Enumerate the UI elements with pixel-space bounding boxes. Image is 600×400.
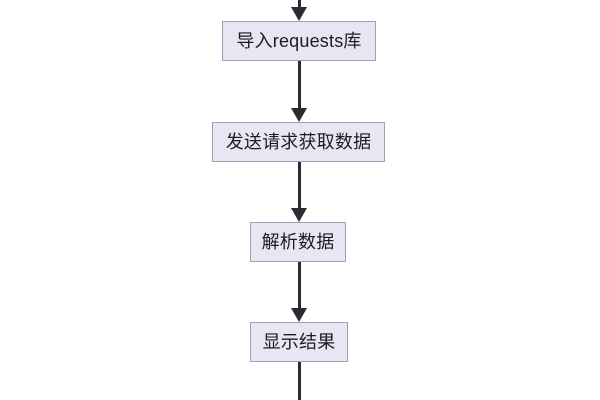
node-label: 导入requests库	[236, 31, 362, 51]
arrowhead-icon	[291, 208, 307, 222]
connector-line	[298, 362, 301, 400]
node-label: 显示结果	[262, 332, 336, 352]
flowchart-node-parse-data[interactable]: 解析数据	[250, 222, 346, 262]
flowchart-node-send-request[interactable]: 发送请求获取数据	[212, 122, 385, 162]
connector-line	[298, 162, 301, 208]
flowchart-node-display-result[interactable]: 显示结果	[250, 322, 348, 362]
node-label: 解析数据	[261, 232, 335, 252]
arrowhead-icon	[291, 308, 307, 322]
connector-line	[298, 61, 301, 108]
node-label: 发送请求获取数据	[225, 132, 372, 152]
arrowhead-icon	[291, 7, 307, 21]
connector-line	[298, 0, 301, 7]
flowchart-node-import-requests[interactable]: 导入requests库	[222, 21, 376, 61]
arrowhead-icon	[291, 108, 307, 122]
connector-line	[298, 262, 301, 308]
